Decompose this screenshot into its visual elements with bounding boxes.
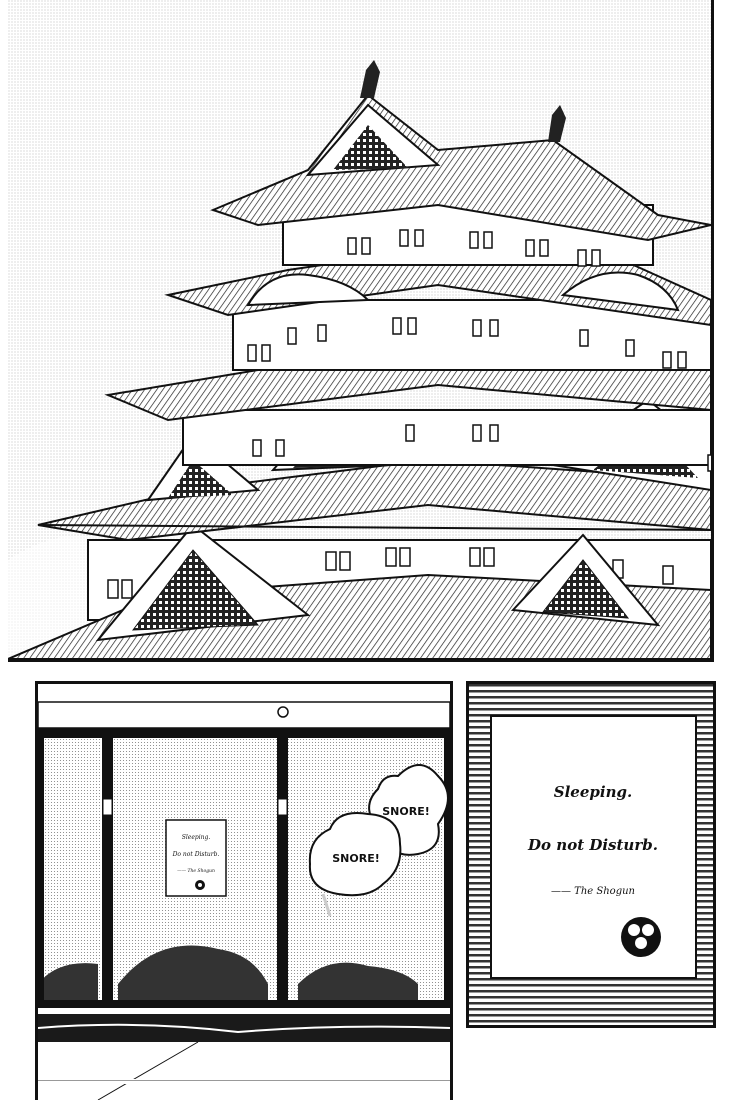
small-notice-sign: Sleeping. Do not Disturb. —— The Shogun bbox=[165, 819, 227, 897]
room-interior: Sleeping. Do not Disturb. —— The Shogun … bbox=[38, 684, 450, 1100]
small-notice-line3: —— The Shogun bbox=[177, 868, 215, 874]
notice-paper bbox=[490, 715, 697, 979]
small-notice-line2: Do not Disturb. bbox=[172, 851, 220, 858]
notice-line1: Sleeping. bbox=[554, 783, 632, 801]
small-notice-line1: Sleeping. bbox=[182, 834, 211, 841]
shogun-crest-icon bbox=[621, 917, 661, 957]
snore-text-top: SNORE! bbox=[382, 805, 429, 818]
castle-illustration bbox=[8, 0, 711, 659]
notice-line2: Do not Disturb. bbox=[527, 836, 658, 854]
notice-closeup-panel: Sleeping. Do not Disturb. —— The Shogun bbox=[466, 681, 716, 1028]
snore-text-bottom: SNORE! bbox=[332, 852, 379, 865]
sliding-door-panel: Sleeping. Do not Disturb. —— The Shogun … bbox=[35, 681, 453, 1100]
notice-signature: —— The Shogun bbox=[551, 886, 635, 897]
castle-panel bbox=[8, 0, 714, 662]
notice-closeup: Sleeping. Do not Disturb. —— The Shogun bbox=[469, 684, 713, 1025]
snore-bubble-bottom: SNORE! bbox=[308, 812, 402, 897]
